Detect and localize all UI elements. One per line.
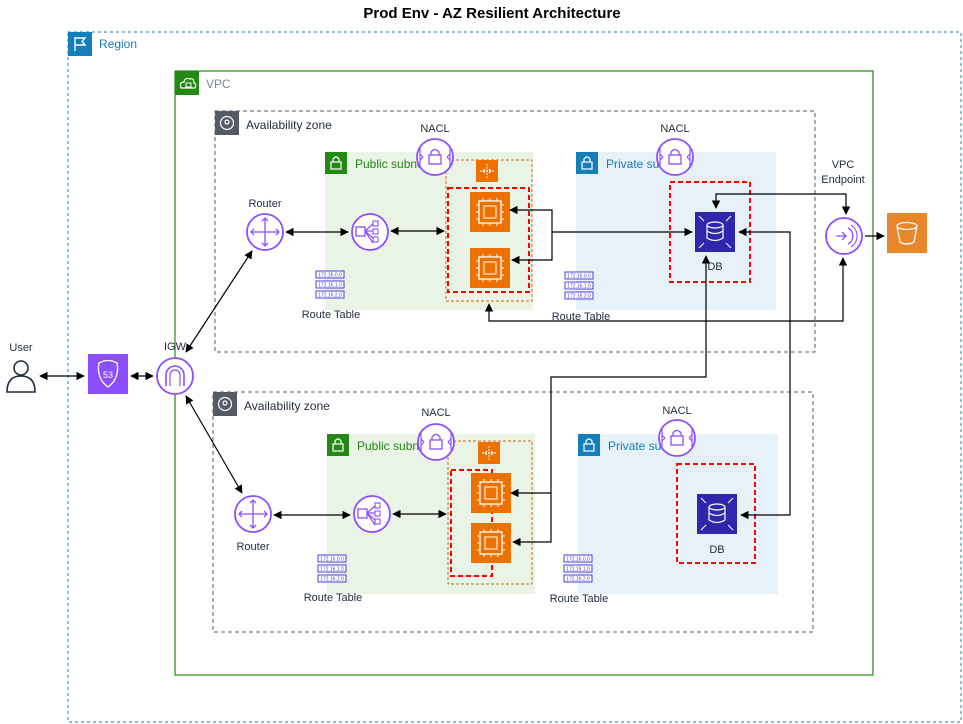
az-2-label: Availability zone xyxy=(244,399,330,413)
s3-bucket-icon[interactable] xyxy=(887,213,927,253)
igw-label: IGW xyxy=(164,341,187,353)
private-subnet-2-lock-icon xyxy=(578,434,600,456)
vpc-cloud-icon xyxy=(175,71,199,95)
igw-router1-connector xyxy=(185,250,253,353)
vpc-endpoint-label-1: VPC xyxy=(832,159,855,171)
nacl-icon[interactable] xyxy=(658,419,696,457)
route-entry: 172.16.2.0 xyxy=(318,293,342,299)
asg-2-icon xyxy=(478,442,500,464)
router-1-label: Router xyxy=(248,198,281,210)
nacl-public-1-label: NACL xyxy=(420,123,449,135)
nacl-private-2-label: NACL xyxy=(662,405,691,417)
ec2-endpoint-connector xyxy=(484,257,848,322)
diagram-title: Prod Env - AZ Resilient Architecture xyxy=(363,5,620,22)
user-icon[interactable] xyxy=(6,360,36,393)
route53-text: 53 xyxy=(103,370,113,380)
router-icon[interactable] xyxy=(234,495,272,533)
route-entry: 172.16.2.0 xyxy=(320,577,344,583)
load-balancer-icon[interactable] xyxy=(353,495,391,533)
route-table-icon[interactable]: 172.16.0.0 172.16.1.0 172.16.2.0 xyxy=(315,270,345,299)
ec2-instance-icon[interactable] xyxy=(471,523,511,563)
az-1-boundary xyxy=(214,110,816,353)
route-table-private-2-label: Route Table xyxy=(550,593,609,605)
region-label: Region xyxy=(99,37,137,51)
route-table-icon[interactable]: 172.16.0.0 172.16.1.0 172.16.2.0 xyxy=(564,271,594,300)
route-table-icon[interactable]: 172.16.0.0 172.16.1.0 172.16.2.0 xyxy=(563,554,593,583)
router-2-label: Router xyxy=(236,541,269,553)
load-balancer-icon[interactable] xyxy=(351,213,389,251)
ec2-group-2-highlight xyxy=(450,469,493,577)
public-subnet-2-label: Public subnet xyxy=(357,439,430,453)
route-table-icon[interactable]: 172.16.0.0 172.16.1.0 172.16.2.0 xyxy=(317,554,347,583)
nacl-public-2-label: NACL xyxy=(421,407,450,419)
region-boundary xyxy=(67,31,962,723)
rds-db-icon[interactable] xyxy=(697,494,737,534)
connectors xyxy=(39,193,885,547)
route-entry: 172.16.1.0 xyxy=(566,567,590,573)
route-table-private-1-label: Route Table xyxy=(552,311,611,323)
route-table-public-1-label: Route Table xyxy=(302,309,361,321)
vpc-endpoint-icon[interactable] xyxy=(825,217,863,255)
ec2-instance-icon[interactable] xyxy=(470,248,510,288)
ec2-2-db1-connector xyxy=(550,255,711,493)
route-entry: 172.16.0.0 xyxy=(320,557,344,563)
db-replication-connector xyxy=(738,227,791,520)
route-entry: 172.16.2.0 xyxy=(566,577,590,583)
db-endpoint-connector xyxy=(711,193,851,215)
route-entry: 172.16.1.0 xyxy=(567,284,591,290)
nacl-icon[interactable] xyxy=(417,423,455,461)
nacl-icon[interactable] xyxy=(656,138,694,176)
asg-2-boundary xyxy=(447,440,533,585)
route53-icon[interactable]: 53 xyxy=(88,354,128,394)
rds-db-icon[interactable] xyxy=(695,212,735,252)
ec2-instance-icon[interactable] xyxy=(470,192,510,232)
public-subnet-1-lock-icon xyxy=(325,152,347,174)
db-1-label: DB xyxy=(707,261,722,273)
route-entry: 172.16.0.0 xyxy=(566,557,590,563)
route-entry: 172.16.0.0 xyxy=(567,274,591,280)
db-2-label: DB xyxy=(709,544,724,556)
asg-1-icon xyxy=(476,160,498,182)
nacl-icon[interactable] xyxy=(416,138,454,176)
az-1-location-icon xyxy=(215,111,239,135)
route-entry: 172.16.2.0 xyxy=(567,294,591,300)
az-1-label: Availability zone xyxy=(246,118,332,132)
route-entry: 172.16.1.0 xyxy=(320,567,344,573)
ec2-bracket-2 xyxy=(510,488,552,547)
vpc-label: VPC xyxy=(206,77,231,91)
user-label: User xyxy=(9,342,33,354)
nacl-private-1-label: NACL xyxy=(660,123,689,135)
db-2-highlight xyxy=(676,463,756,564)
route-table-public-2-label: Route Table xyxy=(304,592,363,604)
internet-gateway-icon[interactable] xyxy=(156,357,194,395)
az-2-location-icon xyxy=(213,392,237,416)
route-entry: 172.16.1.0 xyxy=(318,283,342,289)
vpc-endpoint-label-2: Endpoint xyxy=(821,174,864,186)
route-entry: 172.16.0.0 xyxy=(318,273,342,279)
private-subnet-1-lock-icon xyxy=(576,152,598,174)
public-subnet-2-lock-icon xyxy=(327,434,349,456)
public-subnet-1-label: Public subnet xyxy=(355,157,428,171)
router-icon[interactable] xyxy=(246,213,284,251)
igw-router2-connector xyxy=(185,395,243,494)
region-flag-icon xyxy=(68,32,92,56)
ec2-instance-icon[interactable] xyxy=(471,473,511,513)
